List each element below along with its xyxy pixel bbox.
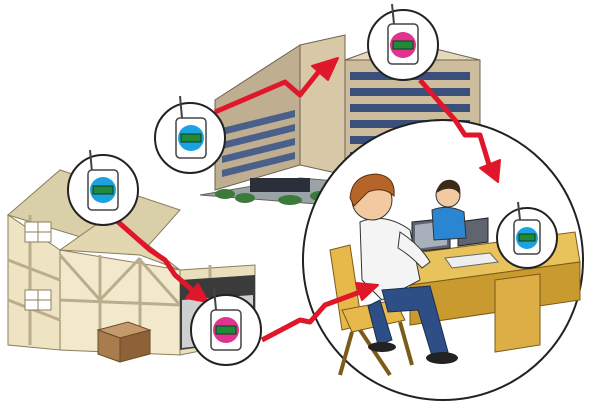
- logger-rooftop-callout: [367, 3, 439, 81]
- main-worker: [349, 173, 458, 364]
- arrow-receiver-to-office-view: [260, 289, 361, 343]
- logger-office-left-callout: [154, 95, 226, 174]
- office-interior-view: [302, 119, 584, 401]
- arrow-office-to-rooftop: [214, 68, 322, 115]
- signal-arrows: [106, 57, 501, 343]
- logger-warehouse-callout: [67, 149, 139, 226]
- arrow-warehouse-to-receiver: [106, 211, 194, 292]
- logger-desk-callout: [496, 201, 558, 269]
- arrow-rooftop-to-office-view: [418, 78, 493, 169]
- cargo-box: [96, 321, 152, 363]
- logger-ground-receiver-callout: [190, 287, 262, 366]
- background-worker: [431, 179, 467, 241]
